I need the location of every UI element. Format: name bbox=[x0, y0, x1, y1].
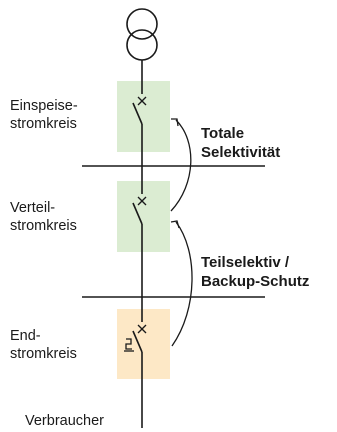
feeder-circuit-label: Einspeise- stromkreis bbox=[10, 98, 82, 132]
partial-selectivity-arrow bbox=[170, 220, 193, 347]
feeder-circuit-zone bbox=[117, 81, 170, 152]
distribution-circuit-label: Verteil- stromkreis bbox=[10, 200, 77, 234]
final-circuit-zone bbox=[117, 309, 170, 379]
mcb-icon bbox=[124, 324, 147, 353]
consumer-label: Verbraucher bbox=[25, 413, 104, 429]
total-selectivity-label: Totale Selektivität bbox=[201, 125, 280, 161]
final-circuit-label: End- stromkreis bbox=[10, 328, 77, 362]
total-selectivity-arrow bbox=[170, 118, 192, 212]
circuit-breaker-icon bbox=[132, 96, 147, 125]
distribution-circuit-zone bbox=[117, 181, 170, 252]
circuit-breaker-icon bbox=[132, 196, 147, 225]
transformer-icon bbox=[126, 8, 158, 61]
partial-selectivity-label: Teilselektiv / Backup-Schutz bbox=[201, 254, 309, 290]
